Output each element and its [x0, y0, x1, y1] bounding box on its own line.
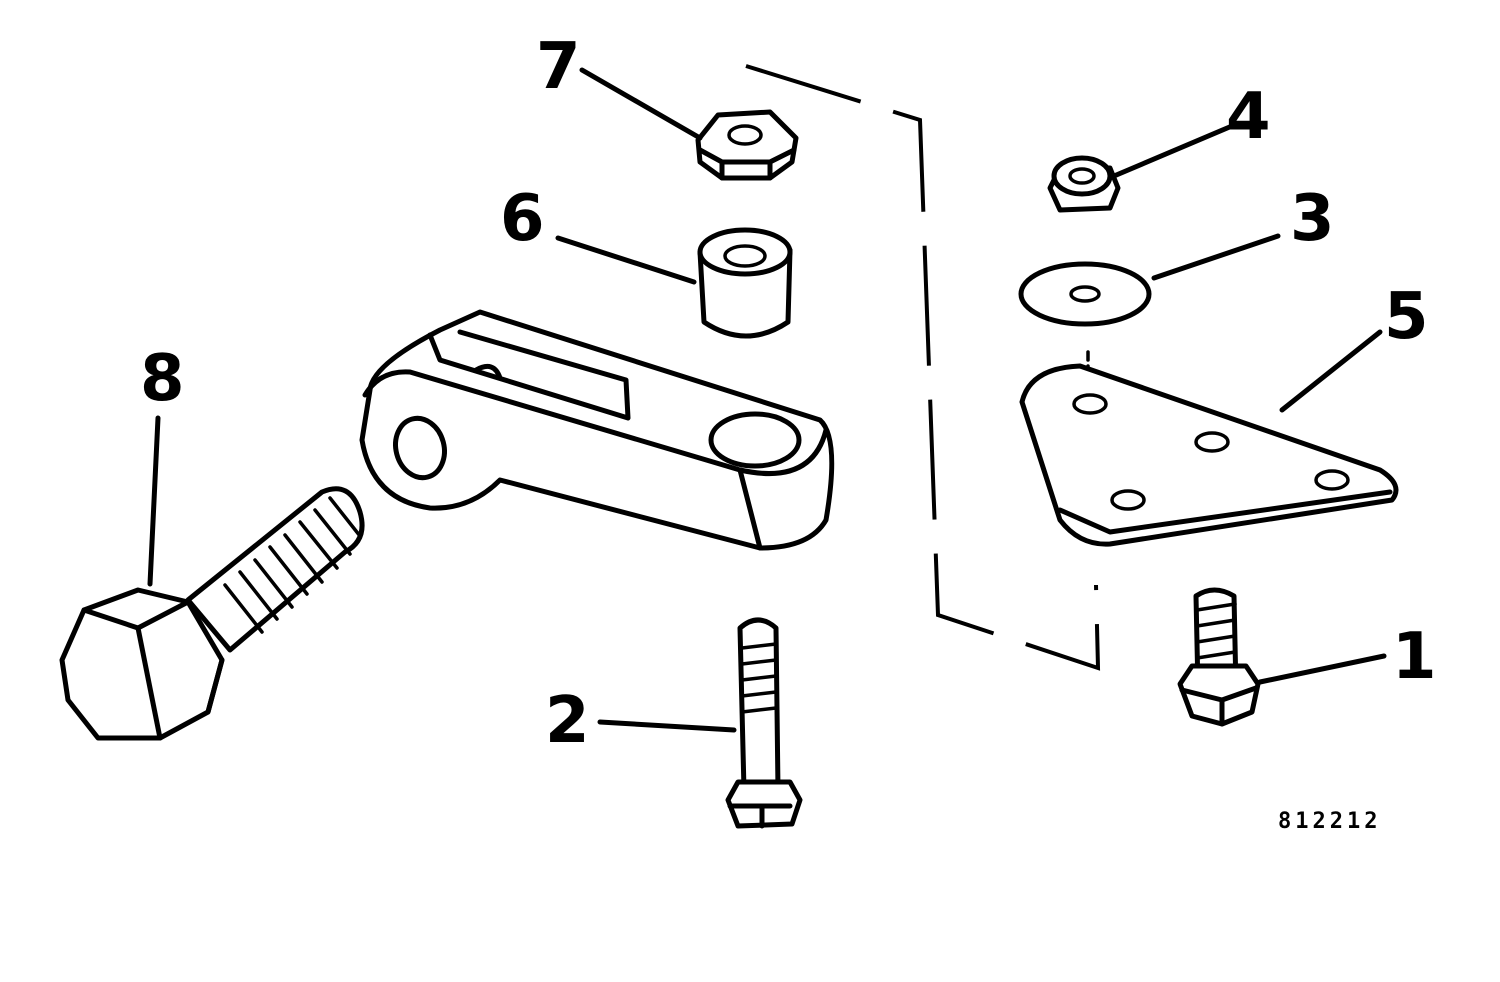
part-3-washer	[1018, 261, 1152, 327]
callout-6: 6	[500, 182, 545, 256]
callout-7: 7	[536, 30, 581, 104]
callout-2: 2	[545, 684, 590, 758]
callout-3: 3	[1290, 182, 1335, 256]
part-2-small-bolt	[725, 617, 803, 829]
callout-5: 5	[1384, 280, 1429, 354]
part-1-hex-bolt	[1177, 587, 1261, 727]
part-5-plate	[1019, 350, 1399, 547]
figure-number: 812212	[1278, 809, 1381, 834]
part-4-lock-nut	[1047, 155, 1121, 213]
lever-arm	[359, 309, 835, 551]
part-8-hex-bolt	[59, 486, 365, 741]
callout-1: 1	[1392, 620, 1437, 694]
part-7-hex-nut	[695, 109, 799, 181]
assembly-dashed-path	[745, 64, 1101, 671]
leader-lines	[147, 67, 1387, 733]
callout-4: 4	[1226, 80, 1271, 154]
part-6-spacer	[697, 227, 793, 339]
callout-8: 8	[140, 342, 185, 416]
